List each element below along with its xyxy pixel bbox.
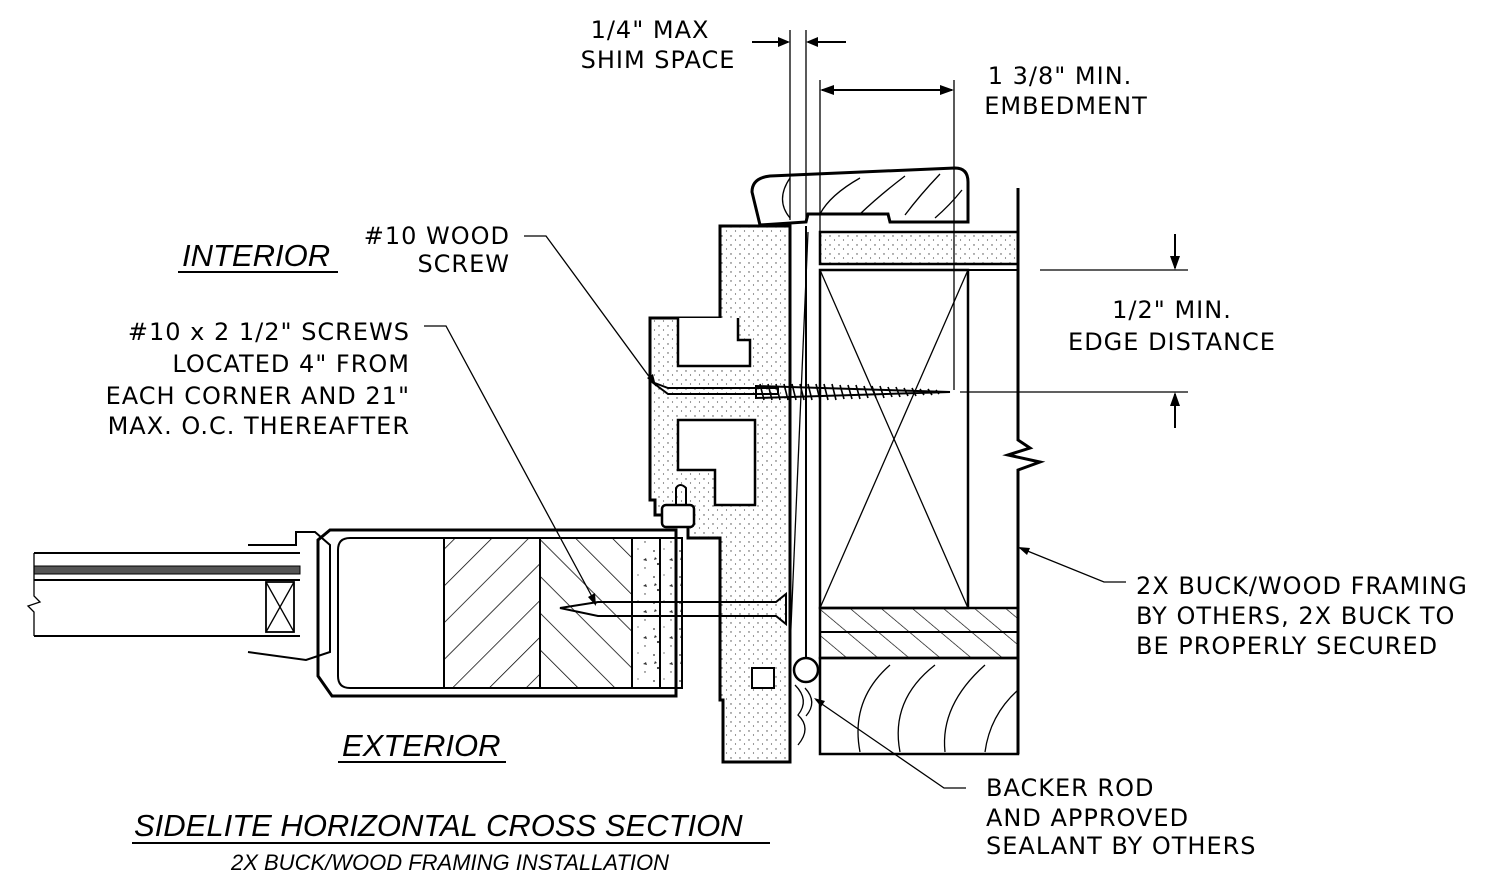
label-edge-distance: 1/2" MIN. EDGE DISTANCE xyxy=(1068,296,1276,356)
svg-text:BY OTHERS, 2X BUCK TO: BY OTHERS, 2X BUCK TO xyxy=(1136,602,1455,630)
leader-lines xyxy=(424,235,1126,789)
wood-trim-cap xyxy=(750,166,970,227)
wood-buck-framing xyxy=(792,188,1046,756)
svg-text:#10 x 2 1/2" SCREWS: #10 x 2 1/2" SCREWS xyxy=(128,318,410,346)
label-embedment: 1 3/8" MIN. EMBEDMENT xyxy=(984,62,1147,120)
dim-edge-distance xyxy=(960,234,1188,428)
label-backer-rod: BACKER ROD AND APPROVED SEALANT BY OTHER… xyxy=(986,774,1257,860)
svg-text:EMBEDMENT: EMBEDMENT xyxy=(984,92,1147,120)
svg-text:1/4" MAX: 1/4" MAX xyxy=(591,16,710,44)
svg-text:SHIM SPACE: SHIM SPACE xyxy=(581,46,736,74)
label-buck-framing: 2X BUCK/WOOD FRAMING BY OTHERS, 2X BUCK … xyxy=(1136,572,1468,660)
drawing-title-block: SIDELITE HORIZONTAL CROSS SECTION 2X BUC… xyxy=(132,808,770,875)
svg-text:1/2" MIN.: 1/2" MIN. xyxy=(1112,296,1232,324)
svg-text:LOCATED 4" FROM: LOCATED 4" FROM xyxy=(172,350,410,378)
svg-text:BACKER ROD: BACKER ROD xyxy=(986,774,1154,802)
label-exterior: EXTERIOR xyxy=(338,728,506,763)
svg-text:1 3/8" MIN.: 1 3/8" MIN. xyxy=(988,62,1133,90)
svg-text:MAX. O.C. THEREAFTER: MAX. O.C. THEREAFTER xyxy=(108,412,410,440)
svg-text:SEALANT BY OTHERS: SEALANT BY OTHERS xyxy=(986,832,1257,860)
svg-text:EACH CORNER AND 21": EACH CORNER AND 21" xyxy=(106,382,410,410)
svg-text:EDGE DISTANCE: EDGE DISTANCE xyxy=(1068,328,1276,356)
svg-text:BE PROPERLY SECURED: BE PROPERLY SECURED xyxy=(1136,632,1438,660)
wood-screw xyxy=(651,381,951,401)
label-screws-note: #10 x 2 1/2" SCREWS LOCATED 4" FROM EACH… xyxy=(106,318,410,440)
dim-shim-space xyxy=(752,30,846,220)
svg-text:SCREW: SCREW xyxy=(417,250,510,278)
long-screw xyxy=(559,591,787,627)
svg-text:AND APPROVED: AND APPROVED xyxy=(986,804,1189,832)
drawing-title: SIDELITE HORIZONTAL CROSS SECTION xyxy=(134,808,743,843)
shim-space xyxy=(789,226,809,660)
sidelite-panel xyxy=(26,528,683,698)
label-wood-screw: #10 WOOD SCREW xyxy=(364,222,510,278)
label-shim-space: 1/4" MAX SHIM SPACE xyxy=(581,16,736,74)
svg-text:#10 WOOD: #10 WOOD xyxy=(364,222,510,250)
label-interior: INTERIOR xyxy=(178,238,338,273)
drawing-subtitle: 2X BUCK/WOOD FRAMING INSTALLATION xyxy=(230,850,669,875)
dim-embedment xyxy=(819,80,955,390)
svg-text:INTERIOR: INTERIOR xyxy=(182,238,330,273)
svg-text:2X BUCK/WOOD FRAMING: 2X BUCK/WOOD FRAMING xyxy=(1136,572,1468,600)
svg-text:EXTERIOR: EXTERIOR xyxy=(342,728,500,763)
